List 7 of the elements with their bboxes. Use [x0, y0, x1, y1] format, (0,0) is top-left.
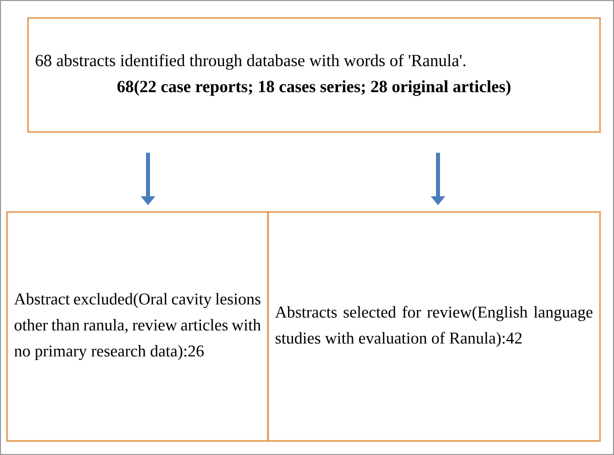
body-text: Abstracts selected for review(English language studies with evaluation of Ranula):42	[275, 306, 592, 348]
body-text: 68 abstracts identified through database with words of 'Ranula'.	[36, 54, 466, 70]
flow-box	[6, 211, 269, 442]
body-text: Abstract excluded(Oral cavity lesions other than ranula, review articles with no primary research data):26	[14, 292, 261, 360]
summary-text: 68(22 case reports; 18 cases series; 28 original articles)	[117, 80, 510, 96]
flow-box	[267, 211, 601, 442]
flow-box	[27, 17, 601, 133]
